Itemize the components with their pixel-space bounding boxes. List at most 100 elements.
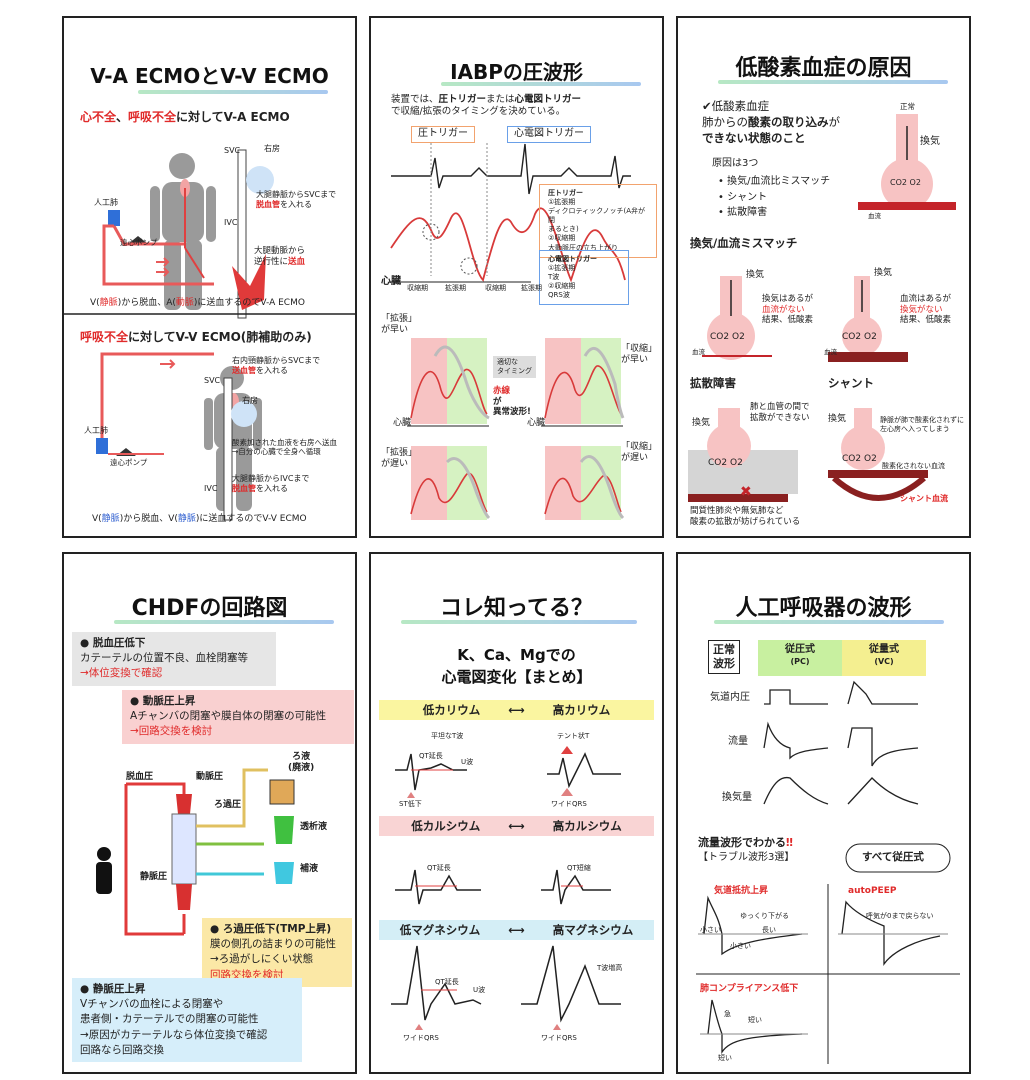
mm1-note: 換気はあるが血流がない結果、低酸素 bbox=[762, 294, 814, 326]
diff-foot: 間質性肺炎や無気肺など酸素の拡散が妨げられている bbox=[690, 506, 801, 527]
phase-2: 拡張期 bbox=[445, 284, 466, 292]
panel-title: V-A ECMOとV-V ECMO bbox=[90, 64, 329, 88]
panel-title: コレ知ってる？ bbox=[440, 596, 593, 621]
vent-mm1: 換気 bbox=[746, 270, 765, 280]
note-long: 長い bbox=[762, 926, 776, 934]
va-heading: 心不全、呼吸不全に対してV-A ECMO bbox=[80, 110, 290, 124]
alveoli-diagrams: ✖ bbox=[688, 114, 956, 502]
vv-svc: SVC bbox=[204, 376, 221, 385]
ivc-label: IVC bbox=[224, 218, 238, 227]
title-underline bbox=[138, 90, 328, 94]
normal-label: 正常 bbox=[900, 102, 915, 111]
panel-title: 低酸素血症の原因 bbox=[735, 56, 912, 81]
row-airway: 気道内圧 bbox=[710, 692, 750, 703]
wide-qrs-label-k: ワイドQRS bbox=[551, 800, 587, 808]
note-small-1: 小さい bbox=[700, 926, 721, 934]
causes-head: 原因は3つ bbox=[712, 158, 759, 169]
blood-mm1: 血流 bbox=[692, 348, 705, 356]
ventilator-waveforms bbox=[696, 680, 960, 1064]
wide-qrs-label-mg-low: ワイドQRS bbox=[403, 1034, 439, 1042]
drain-pressure-box: ● 脱血圧低下カテーテルの位置不良、血栓閉塞等→体位変換で確認 bbox=[72, 632, 276, 686]
vent-diff: 換気 bbox=[692, 418, 711, 428]
heart-label: 心臓 bbox=[381, 276, 401, 287]
pump-label: 遠心ポンプ bbox=[120, 238, 158, 247]
note-short-2: 短い bbox=[718, 1054, 732, 1062]
vv-pump-label: 遠心ポンプ bbox=[110, 458, 148, 467]
flat-t-label: 平坦なT波 bbox=[431, 732, 464, 740]
svc-label: SVC bbox=[224, 146, 241, 155]
pc-header: 従圧式(PC) bbox=[758, 640, 842, 676]
qt-long-label-ca: QT延長 bbox=[427, 864, 451, 872]
mismatch-title: 換気/血流ミスマッチ bbox=[690, 236, 798, 250]
trouble-2-title: autoPEEP bbox=[848, 886, 897, 896]
early-systole: 「収縮」が早い bbox=[621, 344, 658, 366]
pressure-trigger-tag: 圧トリガー bbox=[411, 126, 475, 143]
late-diastole: 「拡張」が遅い bbox=[381, 448, 418, 470]
panel-hypoxemia: 低酸素血症の原因 ✔低酸素血症 肺からの酸素の取り込みが できない状態のこと 原… bbox=[676, 16, 971, 538]
shunt-flow: シャント血流 bbox=[900, 494, 948, 503]
vv-ivc: IVC bbox=[204, 484, 218, 493]
shunt-note: 静脈が肺で酸素化されずに左心房へ入ってしまう bbox=[880, 416, 964, 433]
ra-label: 右房 bbox=[264, 144, 280, 153]
shunt-low: 酸素化されない血流 bbox=[882, 462, 945, 470]
all-pressure-bubble: すべて従圧式 bbox=[862, 851, 924, 863]
shunt-title: シャント bbox=[828, 376, 874, 390]
va-drain-note: 大腿静脈からSVCまで脱血管を入れる bbox=[256, 190, 337, 209]
label-drain: 脱血圧 bbox=[126, 772, 154, 782]
label-dialysate: 透析液 bbox=[300, 822, 328, 832]
subtitle-1: K、Ca、Mgでの bbox=[457, 646, 576, 664]
trouble-heading: 流量波形でわかる‼ bbox=[698, 836, 793, 849]
vc-header: 従量式(VC) bbox=[842, 640, 926, 676]
vv-oxy-note: 酸素加された血液を右房へ送血→自分の心臓で全身へ循環 bbox=[232, 438, 337, 457]
filtration-box: ● ろ過圧低下(TMP上昇)膜の側孔の詰まりの可能性→ろ過がしにくい状態回路交換… bbox=[202, 918, 352, 987]
diffusion-title: 拡散障害 bbox=[690, 376, 736, 390]
vv-send-note: 右内頸静脈からSVCまで送血管を入れる bbox=[232, 356, 321, 375]
va-ecmo-illustration bbox=[64, 149, 355, 521]
vent-mm2: 換気 bbox=[874, 268, 893, 278]
panel-title: 人工呼吸器の波形 bbox=[735, 596, 912, 621]
note-slow: ゆっくり下がる bbox=[740, 912, 789, 920]
note-fast: 急 bbox=[724, 1010, 731, 1018]
qt-long-label-mg: QT延長 bbox=[435, 978, 459, 986]
late-systole: 「収縮」が遅い bbox=[621, 442, 658, 464]
ecg-traces bbox=[391, 746, 621, 1030]
lung-label: 人工肺 bbox=[94, 198, 118, 207]
chdf-circuit bbox=[96, 768, 295, 936]
label-replacement: 補液 bbox=[300, 864, 319, 874]
mm2-note: 血流はあるが換気がない結果、低酸素 bbox=[900, 294, 952, 326]
gas-normal: CO2 O2 bbox=[890, 178, 921, 187]
red-line-note: 赤線が異常波形! bbox=[493, 386, 531, 418]
proper-timing: 適切なタイミング bbox=[493, 356, 536, 378]
definition: ✔低酸素血症 肺からの酸素の取り込みが できない状態のこと bbox=[702, 99, 840, 146]
wide-qrs-label-mg-high: ワイドQRS bbox=[541, 1034, 577, 1042]
trouble-subheading: 【トラブル波形3選】 bbox=[698, 852, 795, 863]
title-underline bbox=[441, 82, 641, 86]
gas-mm1: CO2 O2 bbox=[710, 332, 745, 342]
gas-shunt: CO2 O2 bbox=[842, 454, 877, 464]
title-underline bbox=[114, 620, 334, 624]
t-tall-label: T波増高 bbox=[597, 964, 623, 972]
potassium-band: 低カリウム⟷高カリウム bbox=[379, 700, 654, 720]
st-down-label: ST低下 bbox=[399, 800, 422, 808]
vent-shunt: 換気 bbox=[828, 414, 847, 424]
cause-list: • 換気/血流比ミスマッチ• シャント• 拡散障害 bbox=[718, 176, 831, 218]
calcium-band: 低カルシウム⟷高カルシウム bbox=[379, 816, 654, 836]
panel-iabp: IABPの圧波形 装置では、圧トリガーまたは心電図トリガー で収縮/拡張のタイミ… bbox=[369, 16, 664, 538]
label-venous: 静脈圧 bbox=[140, 872, 168, 882]
u-wave-label-k: U波 bbox=[461, 758, 474, 766]
panel-electrolyte-ecg: コレ知ってる？ K、Ca、Mgでの 心電図変化【まとめ】 低カリウム⟷高カリウム… bbox=[369, 552, 664, 1074]
early-diastole: 「拡張」が早い bbox=[381, 314, 418, 336]
title-underline bbox=[714, 620, 944, 624]
panel-ventilator: 人工呼吸器の波形 正常波形 従圧式(PC) 従量式(VC) 気道内圧 流量 換気… bbox=[676, 552, 971, 1074]
normal-waveform-tag: 正常波形 bbox=[708, 640, 740, 674]
magnesium-band: 低マグネシウム⟷高マグネシウム bbox=[379, 920, 654, 940]
u-wave-label-mg: U波 bbox=[473, 986, 486, 994]
ecg-trigger-tag: 心電図トリガー bbox=[507, 126, 591, 143]
phase-4: 拡張期 bbox=[521, 284, 542, 292]
panel-title: IABPの圧波形 bbox=[450, 60, 583, 84]
trouble-3-title: 肺コンプライアンス低下 bbox=[700, 984, 799, 994]
note-small-2: 小さい bbox=[730, 942, 751, 950]
